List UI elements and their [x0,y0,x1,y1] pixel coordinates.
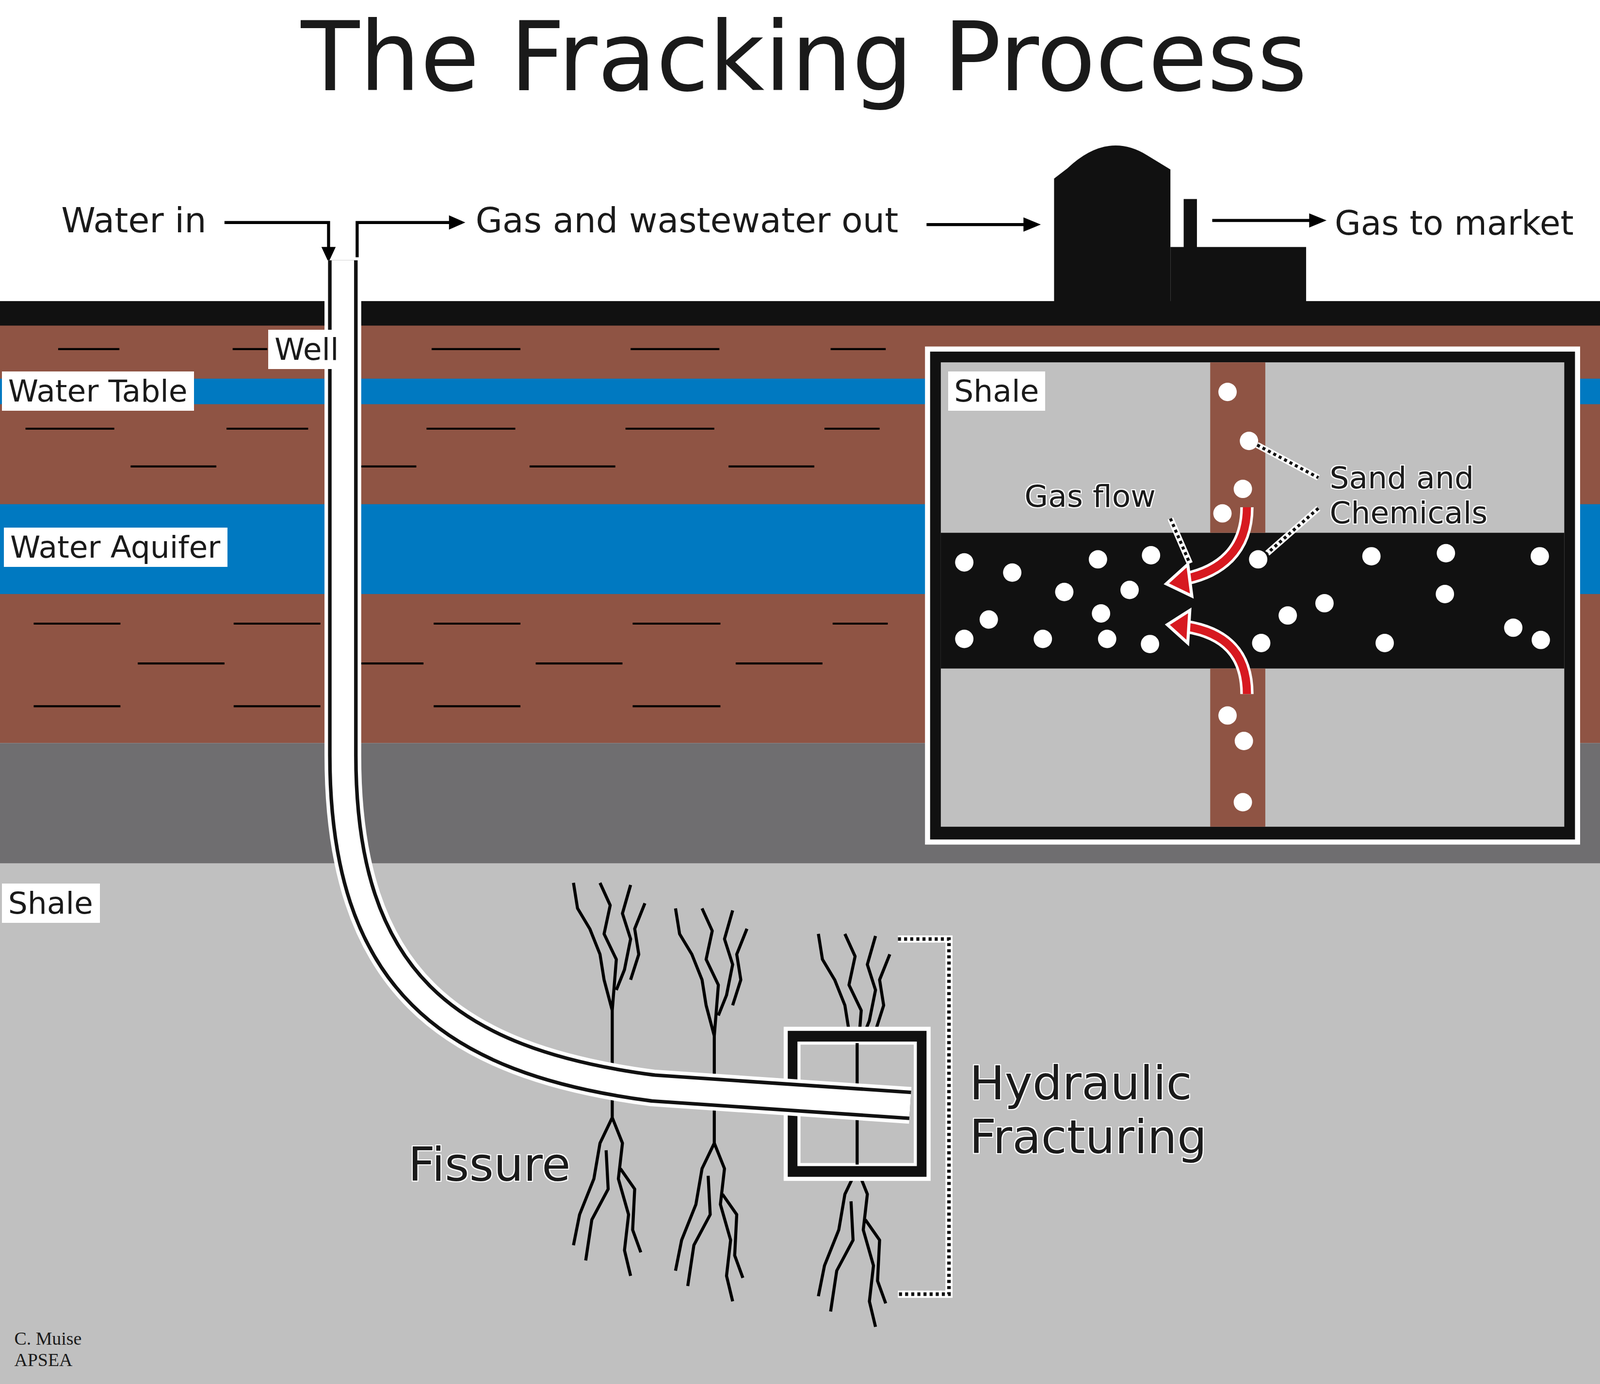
sand-grain [954,553,974,572]
sand-grain [1091,604,1111,623]
processing-plant [1053,145,1171,303]
sand-grain [1530,547,1550,566]
arrowhead [1167,610,1190,644]
flow-arrow-line [926,223,1026,227]
arrowhead [1023,217,1041,232]
layer-label: Water Table [1,371,194,411]
ground-surface [0,301,1600,326]
flow-arrow-line [1212,218,1311,222]
sand-grain [1234,731,1254,751]
gas-flow-arrow-border [1186,626,1247,695]
bracket [897,938,949,1294]
gas-flow-arrow [1185,507,1247,579]
arrowhead [321,246,336,263]
inset-frame [927,349,1578,843]
sand-grain [1141,546,1161,565]
sand-grain [1503,618,1523,637]
leader-line [1170,445,1319,564]
part-label: Hydraulic Fracturing [969,1056,1276,1165]
bracket-border [897,938,949,1294]
leader-line-border [1170,445,1319,564]
sand-grain [1436,544,1455,563]
sand-grain [1278,606,1297,625]
label-text: Shale [8,885,95,922]
well-pipe-wall [342,260,911,1106]
sand-grain [1362,547,1381,566]
arrowhead [449,215,466,230]
sand-grain [1140,634,1160,654]
sand-grain [1218,382,1237,402]
sand-grain [1375,633,1394,653]
label-text: Well [274,331,340,368]
plant-annex [1170,246,1307,303]
sand-grain [1233,479,1253,499]
sand-grain [1248,549,1268,569]
shale-layer [0,863,1600,1384]
flow-label: Gas and wastewater out [475,200,899,241]
layer-label: Well [268,329,346,370]
sand-grain [1252,633,1271,653]
gas-flow-arrow-border [1185,507,1247,579]
sand-grain [979,610,999,630]
sand-grain [1120,581,1139,600]
sand-grain [1054,582,1074,602]
label-text: Water Table [8,373,189,409]
part-label: Fissure [408,1137,571,1192]
layer-label: Water Aquifer [3,527,227,567]
credit-note: C. Muise APSEA [14,1328,101,1371]
flow-arrow-line [224,222,329,250]
well-pipe-border [342,260,911,1106]
title: The Fracking Process [301,1,1308,113]
plant-chimney [1183,198,1197,250]
label-text: Water Aquifer [10,529,222,566]
flow-label: Water in [61,200,207,241]
callout-label: Gas flow [1024,478,1156,515]
sand-grain [1088,549,1108,569]
sand-grain [1033,630,1052,649]
well-pipe-bore [342,260,911,1106]
layer-label: Shale [1,883,100,923]
flow-arrow-line [356,222,452,258]
arrowhead [1309,213,1327,228]
sand-grain [1213,504,1232,523]
label-text: Shale [948,371,1046,411]
sand-grain [1218,706,1237,725]
arrowhead [1166,564,1193,597]
sand-grain [954,630,974,649]
sand-grain [1531,630,1551,650]
inset-channel [1210,668,1266,827]
sand-grain [1239,431,1259,451]
sand-grain [1233,792,1253,812]
gas-flow-arrow [1186,626,1247,695]
sand-grain [1098,630,1117,649]
inset-fracture [940,533,1565,669]
inset-detail: Shale [925,346,1580,844]
flow-label: Gas to market [1334,204,1574,243]
callout-label: Sand and Chemicals [1329,460,1519,531]
inset-shale [940,362,1565,827]
sand-grain [1435,584,1455,604]
sand-grain [1002,563,1022,582]
sand-grain [1315,594,1334,613]
